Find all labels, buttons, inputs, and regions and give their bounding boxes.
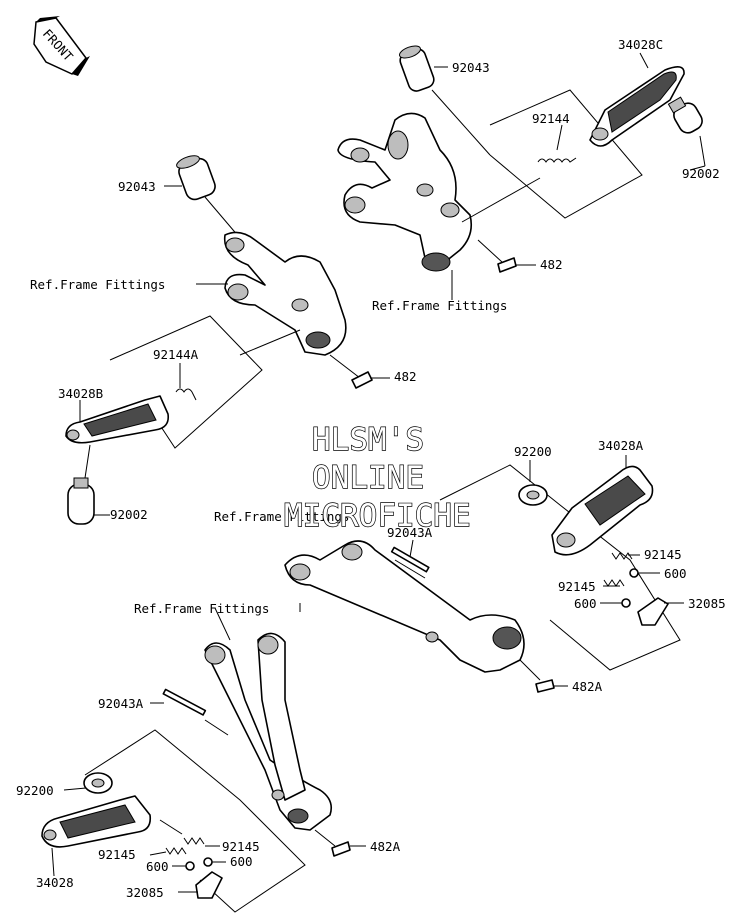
spring-92145-r2 — [603, 579, 625, 587]
pin-92043A-mid — [390, 546, 430, 573]
label-ref-frame-1: Ref.Frame Fittings — [30, 277, 165, 292]
label-600-r1: 600 — [664, 566, 687, 581]
label-32085-bottom: 32085 — [126, 885, 164, 900]
label-34028: 34028 — [36, 875, 74, 890]
pin-92043-top — [399, 45, 435, 92]
spring-92145-b2 — [183, 837, 205, 845]
label-ref-frame-4: Ref.Frame Fittings — [134, 601, 269, 616]
pin-92043-left — [176, 155, 216, 201]
label-32085-right: 32085 — [688, 596, 726, 611]
endcap-92002-right — [667, 96, 703, 134]
label-92043-top: 92043 — [452, 60, 490, 75]
bracket-upper-left — [223, 231, 347, 356]
footpeg-34028A — [551, 465, 654, 556]
spring-92145-r1 — [611, 552, 633, 560]
watermark-line1: HLSM'S — [312, 422, 424, 458]
ball-600-b2 — [203, 857, 213, 867]
label-600-b2: 600 — [230, 854, 253, 869]
clip-482A-right — [535, 679, 555, 693]
ball-600-r1 — [629, 568, 639, 578]
endcap-92002-left — [67, 477, 95, 525]
label-92002-right: 92002 — [682, 166, 720, 181]
footpeg-34028C — [589, 66, 685, 147]
bracket-upper-right — [337, 112, 473, 272]
label-34028B: 34028B — [58, 386, 103, 401]
label-ref-frame-2: Ref.Frame Fittings — [372, 298, 507, 313]
label-92145-r2: 92145 — [558, 579, 596, 594]
label-600-r2: 600 — [574, 596, 597, 611]
label-92145-b2: 92145 — [98, 847, 136, 862]
label-600-b1: 600 — [146, 859, 169, 874]
clip-482-top — [497, 257, 517, 273]
label-92145-r1: 92145 — [644, 547, 682, 562]
label-482-top: 482 — [540, 257, 563, 272]
bracket-lower-right — [284, 540, 525, 673]
plate-32085-right — [637, 597, 669, 626]
label-482A-right: 482A — [572, 679, 603, 694]
clip-482A-bottom — [331, 841, 351, 857]
label-92144A: 92144A — [153, 347, 199, 362]
label-92200-left: 92200 — [16, 783, 54, 798]
ball-600-r2 — [621, 598, 631, 608]
clip-482-mid — [351, 371, 373, 389]
spring-92144A — [175, 388, 197, 401]
label-34028A: 34028A — [598, 438, 644, 453]
pin-92043A-left — [162, 688, 207, 716]
label-92200-right: 92200 — [514, 444, 552, 459]
label-92145-b1: 92145 — [222, 839, 260, 854]
label-92144: 92144 — [532, 111, 570, 126]
label-92002-left: 92002 — [110, 507, 148, 522]
label-92043A-left: 92043A — [98, 696, 144, 711]
spring-92145-b1 — [165, 847, 187, 855]
bracket-lower-left — [204, 632, 333, 831]
label-ref-frame-3: Ref.Frame Fittings — [214, 509, 349, 524]
watermark-line3: MICROFICHE — [284, 498, 471, 534]
label-92043-left: 92043 — [118, 179, 156, 194]
footpeg-34028B — [65, 395, 170, 444]
label-482-mid: 482 — [394, 369, 417, 384]
spring-92144 — [537, 157, 577, 163]
front-arrow-icon: FRONT — [33, 16, 90, 76]
label-482A-bottom: 482A — [370, 839, 401, 854]
plate-32085-bottom — [195, 871, 223, 899]
watermark-line2: ONLINE — [312, 460, 424, 496]
ball-600-b1 — [185, 861, 195, 871]
washer-92200-left — [83, 772, 113, 794]
label-34028C: 34028C — [618, 37, 663, 52]
footpeg-34028 — [41, 795, 152, 848]
washer-92200-right — [518, 484, 548, 506]
label-92043A-mid: 92043A — [387, 525, 433, 540]
